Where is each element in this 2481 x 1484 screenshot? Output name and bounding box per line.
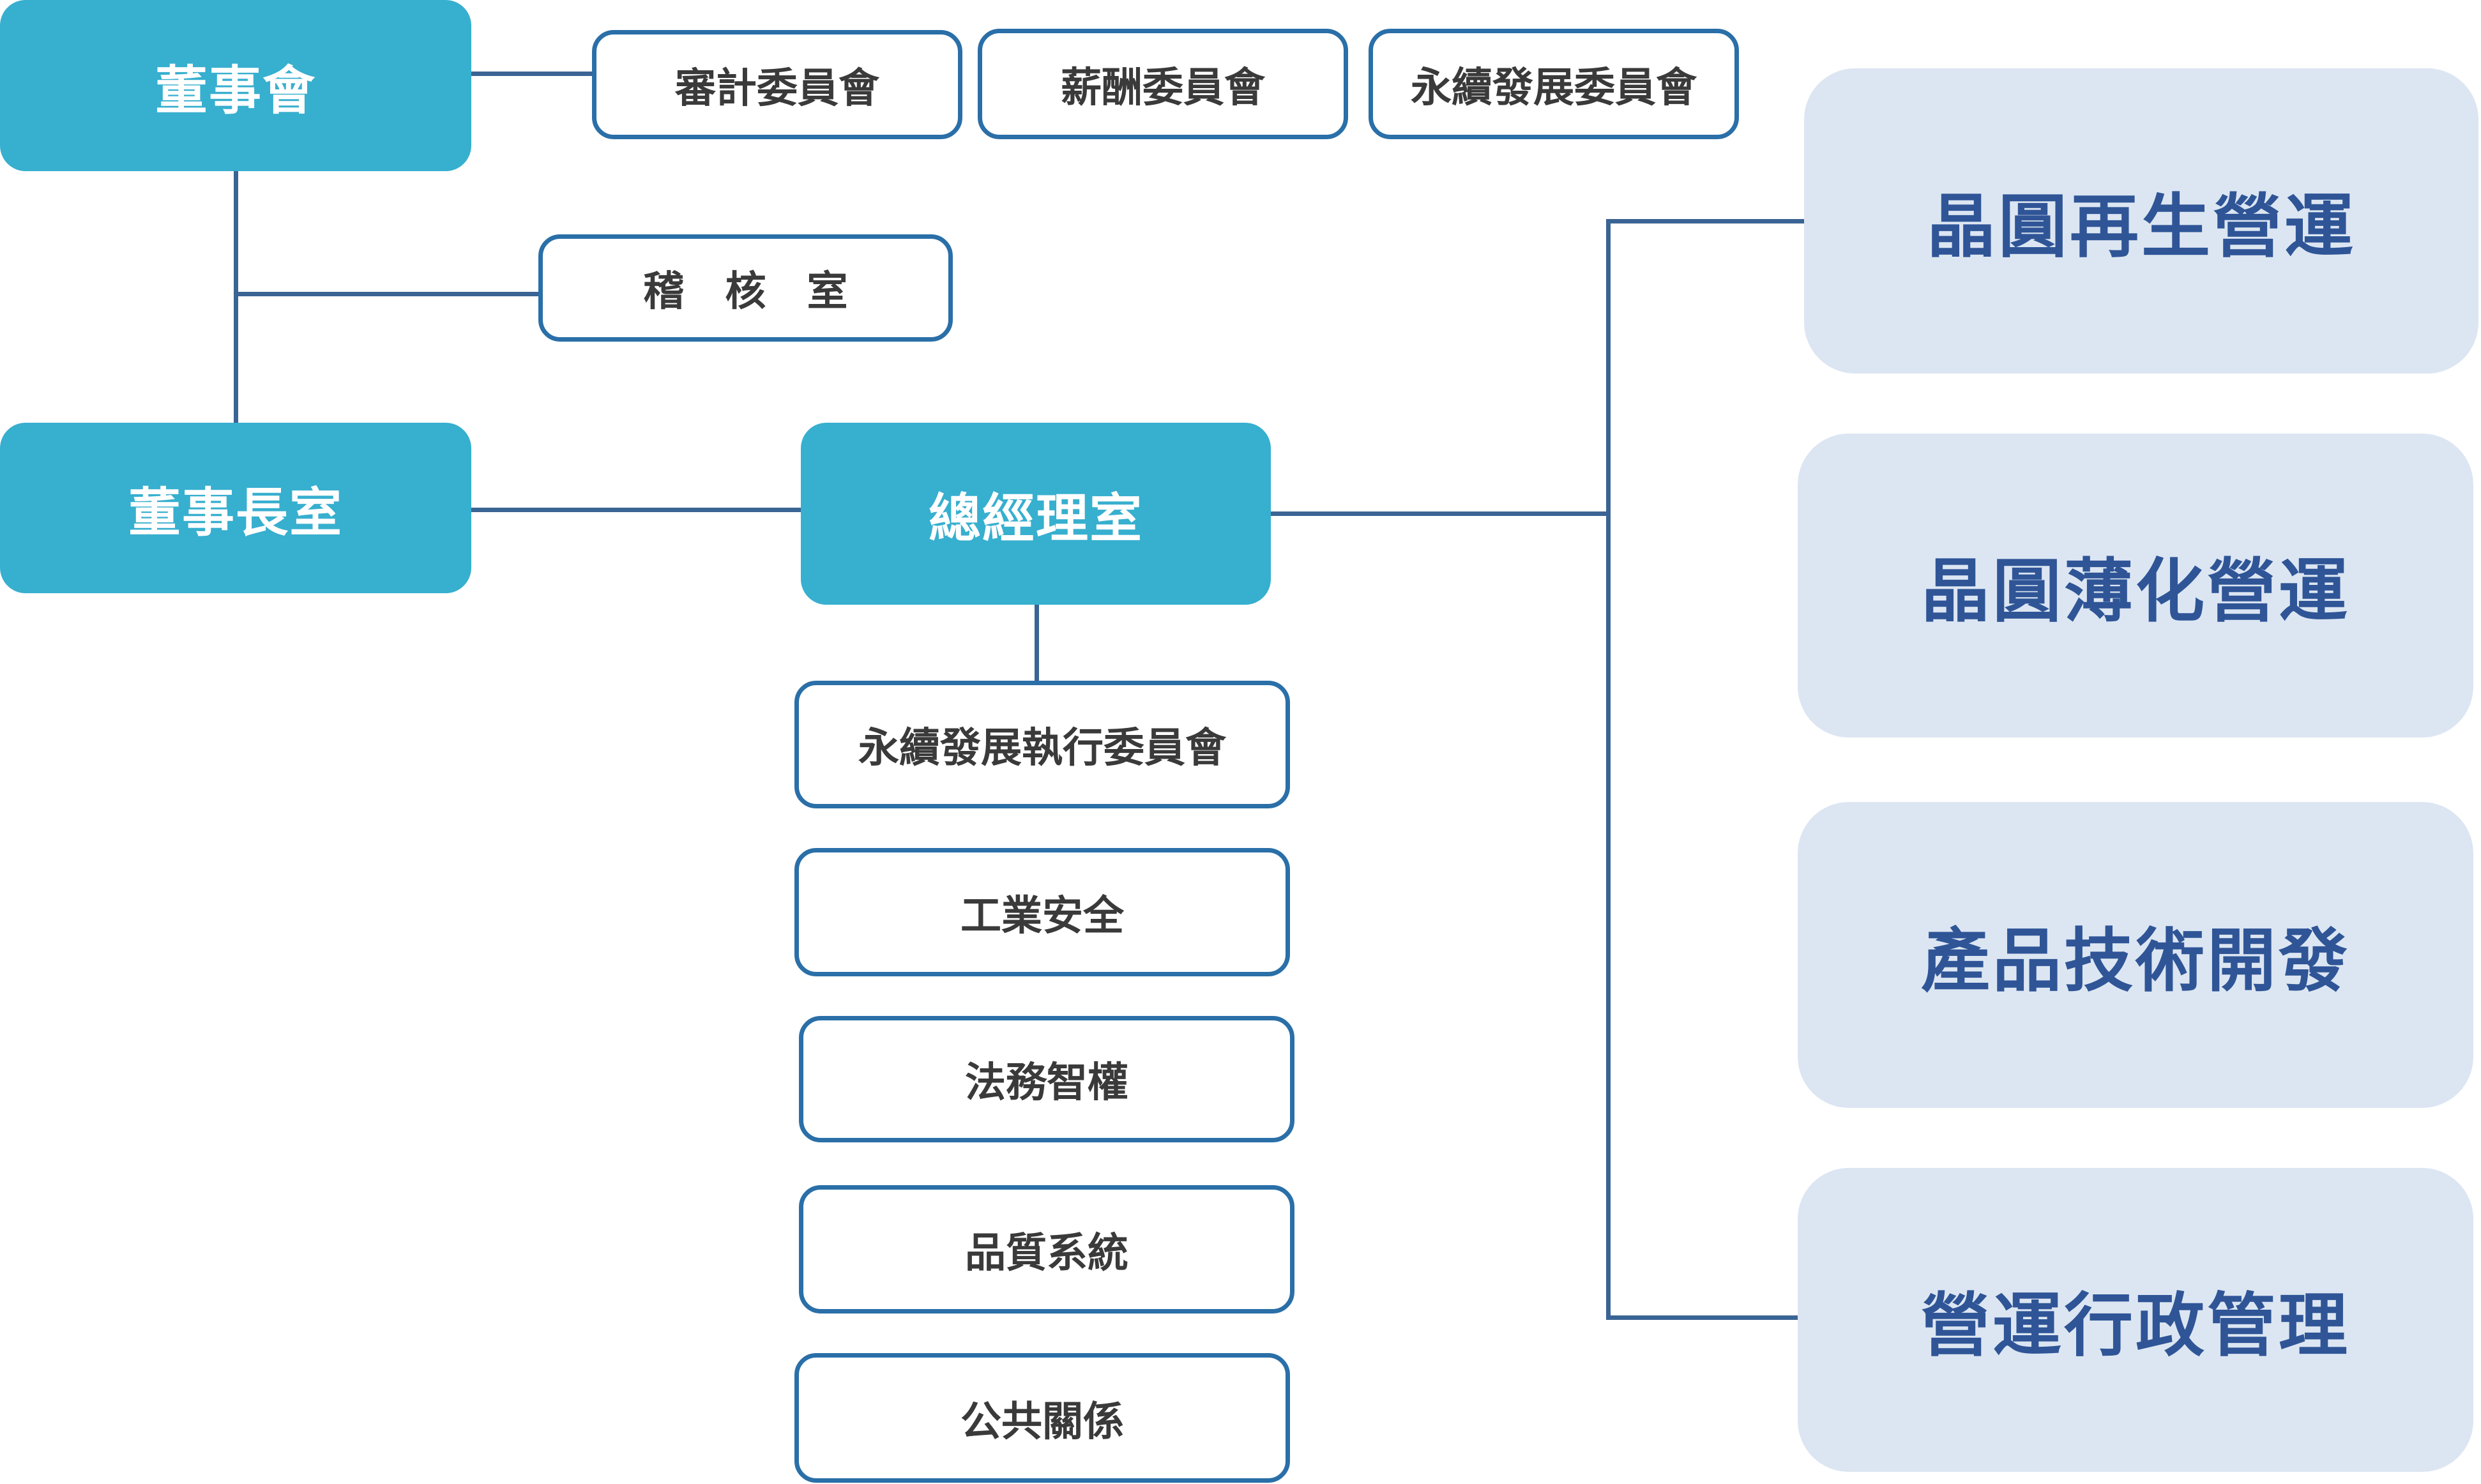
committee-audit[interactable]: 審計委員會: [592, 30, 962, 139]
committee-label: 薪酬委員會: [1061, 64, 1265, 112]
staff-unit-public-relations[interactable]: 公共關係: [794, 1353, 1290, 1483]
business-unit-label: 產品技術開發: [1920, 921, 2350, 1001]
staff-unit-legal-ip[interactable]: 法務智權: [799, 1016, 1294, 1142]
audit-office[interactable]: 稽 核 室: [538, 234, 953, 342]
president-office-label: 總經理室: [928, 488, 1143, 549]
connector-board-to-committees: [471, 72, 593, 76]
committee-remuneration[interactable]: 薪酬委員會: [978, 29, 1348, 139]
committee-sustainability[interactable]: 永續發展委員會: [1369, 29, 1739, 139]
staff-unit-label: 永續發展執行委員會: [858, 725, 1226, 772]
connector-chairman-to-president: [471, 508, 801, 512]
board-label: 董事會: [155, 60, 316, 121]
staff-unit-label: 法務智權: [965, 1059, 1128, 1107]
connector-unit-4: [1606, 1315, 1799, 1320]
connector-president-to-units: [1271, 511, 1609, 516]
business-unit-product-tech-dev[interactable]: 產品技術開發: [1798, 802, 2473, 1108]
chairman-office-label: 董事長室: [128, 483, 343, 543]
staff-unit-quality-system[interactable]: 品質系統: [799, 1185, 1294, 1314]
committee-label: 永續發展委員會: [1411, 64, 1697, 112]
business-unit-operations-admin[interactable]: 營運行政管理: [1798, 1168, 2473, 1472]
connector-president-to-staff: [1035, 605, 1039, 681]
staff-unit-sustainability-exec[interactable]: 永續發展執行委員會: [794, 681, 1290, 808]
business-unit-wafer-reclaim[interactable]: 晶圓再生營運: [1804, 68, 2478, 374]
connector-units-spine: [1606, 219, 1611, 1320]
staff-unit-industrial-safety[interactable]: 工業安全: [794, 848, 1290, 976]
business-unit-wafer-thinning[interactable]: 晶圓薄化營運: [1798, 434, 2473, 738]
business-unit-label: 晶圓薄化營運: [1920, 552, 2350, 632]
board-of-directors[interactable]: 董事會: [0, 0, 471, 171]
audit-office-label: 稽 核 室: [643, 268, 848, 315]
chairman-office[interactable]: 董事長室: [0, 423, 471, 593]
staff-unit-label: 品質系統: [965, 1229, 1128, 1277]
connector-unit-1: [1606, 219, 1805, 223]
connector-board-to-chairman: [234, 171, 238, 423]
staff-unit-label: 公共關係: [960, 1398, 1124, 1446]
staff-unit-label: 工業安全: [960, 892, 1124, 940]
business-unit-label: 營運行政管理: [1920, 1286, 2350, 1366]
business-unit-label: 晶圓再生營運: [1926, 187, 2356, 267]
committee-label: 審計委員會: [675, 64, 879, 112]
president-office[interactable]: 總經理室: [801, 423, 1271, 605]
connector-audit-office: [234, 292, 539, 296]
